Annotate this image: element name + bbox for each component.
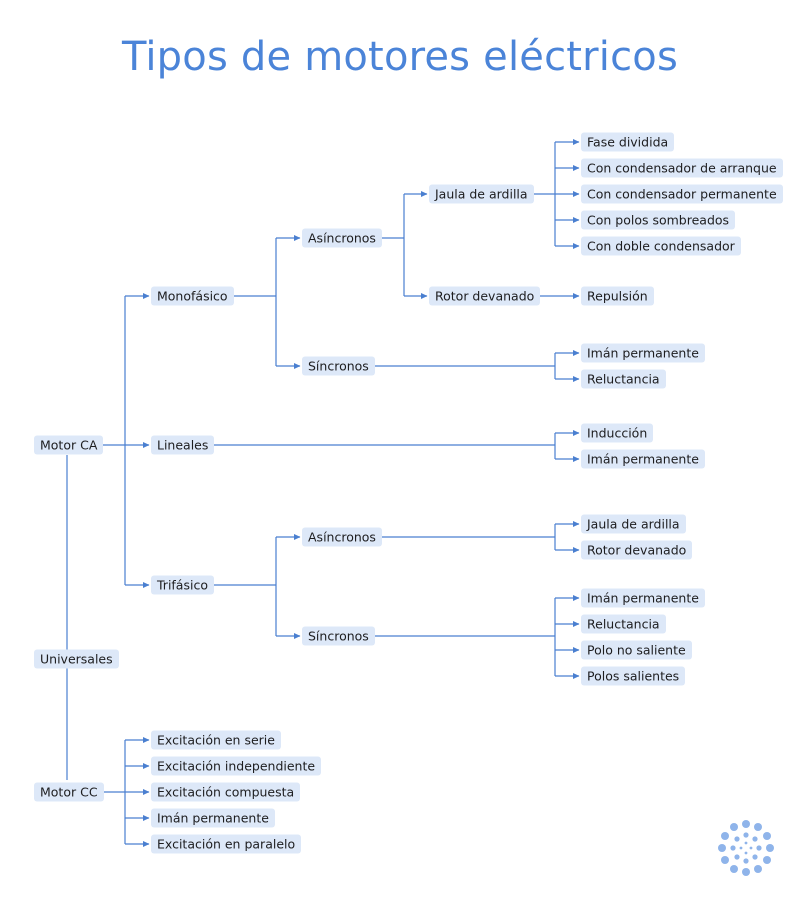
leaf-condensador-permanente: Con condensador permanente [581, 184, 783, 204]
node-trifasico: Trifásico [151, 575, 214, 595]
node-tri-sincronos: Síncronos [302, 626, 375, 646]
dotted-logo-icon [718, 820, 774, 876]
leaf-fase-dividida: Fase dividida [581, 132, 675, 152]
node-motor-ca: Motor CA [34, 435, 104, 455]
leaf-lineales-induccion: Inducción [581, 423, 654, 443]
leaf-lineales-iman-permanente: Imán permanente [581, 449, 705, 469]
node-mono-asincronos: Asíncronos [302, 228, 382, 248]
node-lineales: Lineales [151, 435, 215, 455]
leaf-doble-condensador: Con doble condensador [581, 236, 741, 256]
node-tri-asincronos: Asíncronos [302, 527, 382, 547]
leaf-cc-serie: Excitación en serie [151, 730, 281, 750]
leaf-tri-polos-salientes: Polos salientes [581, 666, 686, 686]
leaf-cc-paralelo: Excitación en paralelo [151, 834, 302, 854]
leaf-condensador-arranque: Con condensador de arranque [581, 158, 783, 178]
leaf-cc-compuesta: Excitación compuesta [151, 782, 301, 802]
leaf-mono-reluctancia: Reluctancia [581, 369, 666, 389]
leaf-mono-iman-permanente: Imán permanente [581, 343, 705, 363]
node-motor-cc: Motor CC [34, 782, 104, 802]
node-rotor-devanado: Rotor devanado [429, 286, 541, 306]
leaf-tri-jaula-de-ardilla: Jaula de ardilla [581, 514, 686, 534]
node-jaula-de-ardilla: Jaula de ardilla [429, 184, 534, 204]
leaf-cc-iman-permanente: Imán permanente [151, 808, 275, 828]
node-monofasico: Monofásico [151, 286, 234, 306]
leaf-tri-rotor-devanado: Rotor devanado [581, 540, 693, 560]
leaf-repulsion: Repulsión [581, 286, 654, 306]
leaf-tri-reluctancia: Reluctancia [581, 614, 666, 634]
leaf-polos-sombreados: Con polos sombreados [581, 210, 736, 230]
leaf-tri-iman-permanente: Imán permanente [581, 588, 705, 608]
node-mono-sincronos: Síncronos [302, 356, 375, 376]
page-title: Tipos de motores eléctricos [121, 34, 679, 80]
leaf-cc-independiente: Excitación independiente [151, 756, 322, 776]
leaf-tri-polo-no-saliente: Polo no saliente [581, 640, 692, 660]
node-universales: Universales [34, 649, 119, 669]
